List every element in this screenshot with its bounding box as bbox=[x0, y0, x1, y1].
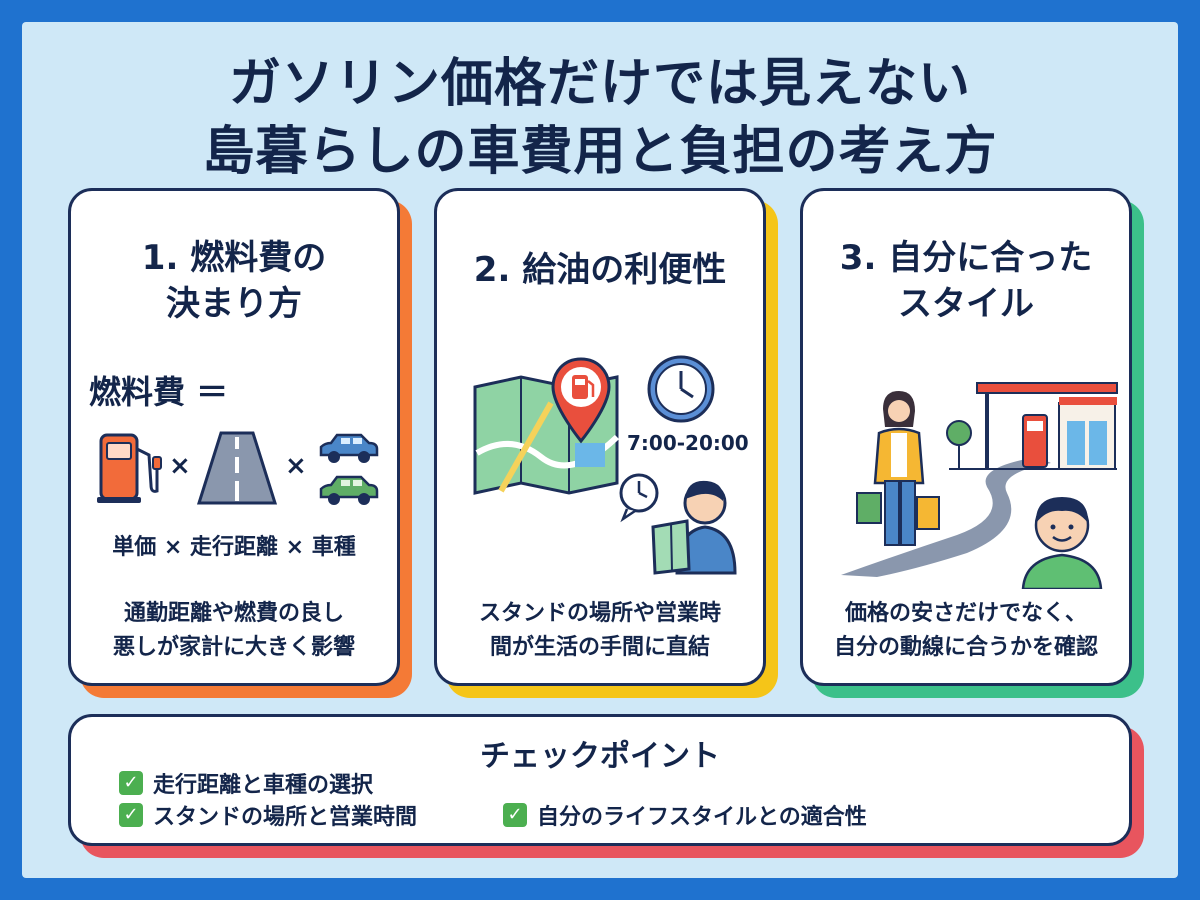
card-1-title: 1. 燃料費の 決まり方 bbox=[71, 235, 397, 327]
card-1-caption-line-2: 悪しが家計に大きく影響 bbox=[112, 635, 355, 660]
card-refuel-convenience: 2. 給油の利便性 7:00-20:00 bbox=[434, 188, 766, 686]
card-1-title-line-2: 決まり方 bbox=[166, 284, 302, 324]
business-hours: 7:00-20:00 bbox=[627, 431, 749, 455]
gas-station-scene-icon bbox=[841, 382, 1118, 577]
infographic-frame: ガソリン価格だけでは見えない 島暮らしの車費用と負担の考え方 1. 燃料費の 決… bbox=[22, 22, 1178, 878]
checkpoint-item: ✓ 自分のライフスタイルとの適合性 bbox=[503, 799, 867, 831]
card-2-title: 2. 給油の利便性 bbox=[473, 250, 727, 290]
fuel-location-pin-icon bbox=[551, 357, 611, 444]
road-icon bbox=[197, 431, 277, 505]
card-2-caption: スタンドの場所や営業時 間が生活の手間に直結 bbox=[437, 597, 763, 665]
checkpoints-title: チェックポイント bbox=[480, 739, 720, 774]
card-2-caption-line-2: 間が生活の手間に直結 bbox=[489, 635, 710, 660]
formula-label: 燃料費 ＝ bbox=[89, 373, 229, 411]
card-3-title-line-1: 3. 自分に合った bbox=[839, 238, 1093, 278]
title-line-2: 島暮らしの車費用と負担の考え方 bbox=[202, 122, 998, 182]
card-3-caption-line-1: 価格の安さだけでなく、 bbox=[844, 601, 1087, 626]
times-sign-2: × bbox=[285, 451, 307, 481]
clock-icon bbox=[647, 355, 715, 423]
checkpoints-panel: チェックポイント ✓ 走行距離と車種の選択 ✓ スタンドの場所と営業時間 ✓ 自… bbox=[68, 714, 1132, 846]
card-3-caption-line-2: 自分の動線に合うかを確認 bbox=[833, 635, 1098, 660]
woman-shopping-icon bbox=[856, 391, 940, 546]
green-car-icon bbox=[319, 475, 379, 505]
checkpoint-label: 走行距離と車種の選択 bbox=[153, 773, 374, 798]
card-lifestyle: 3. 自分に合った スタイル bbox=[800, 188, 1132, 686]
person-reading-map-icon bbox=[619, 473, 737, 575]
checkpoint-label: スタンドの場所と営業時間 bbox=[153, 805, 418, 830]
card-1-caption: 通勤距離や燃費の良し 悪しが家計に大きく影響 bbox=[71, 597, 397, 665]
checkpoint-label: 自分のライフスタイルとの適合性 bbox=[537, 805, 867, 830]
card-2-caption-line-1: スタンドの場所や営業時 bbox=[478, 601, 721, 626]
blue-car-icon bbox=[319, 433, 379, 463]
times-sign-1: × bbox=[169, 451, 191, 481]
checkpoint-item: ✓ 走行距離と車種の選択 bbox=[119, 767, 373, 799]
card-1-title-line-1: 1. 燃料費の bbox=[141, 238, 327, 278]
card-3-caption: 価格の安さだけでなく、 自分の動線に合うかを確認 bbox=[803, 597, 1129, 665]
card-3-title-line-2: スタイル bbox=[898, 284, 1034, 324]
check-icon: ✓ bbox=[119, 803, 143, 827]
page-title: ガソリン価格だけでは見えない 島暮らしの車費用と負担の考え方 bbox=[22, 50, 1178, 186]
fuel-pump-icon bbox=[97, 433, 162, 503]
card-3-title: 3. 自分に合った スタイル bbox=[803, 235, 1129, 327]
check-icon: ✓ bbox=[119, 771, 143, 795]
card-fuel-cost: 1. 燃料費の 決まり方 燃料費 ＝ × × bbox=[68, 188, 400, 686]
card-1-caption-line-1: 通勤距離や燃費の良し bbox=[123, 601, 344, 626]
checkpoint-item: ✓ スタンドの場所と営業時間 bbox=[119, 799, 417, 831]
boy-avatar-icon bbox=[1021, 497, 1103, 589]
formula-legend: 単価 × 走行距離 × 車種 bbox=[112, 535, 356, 560]
check-icon: ✓ bbox=[503, 803, 527, 827]
title-line-1: ガソリン価格だけでは見えない bbox=[228, 54, 971, 114]
